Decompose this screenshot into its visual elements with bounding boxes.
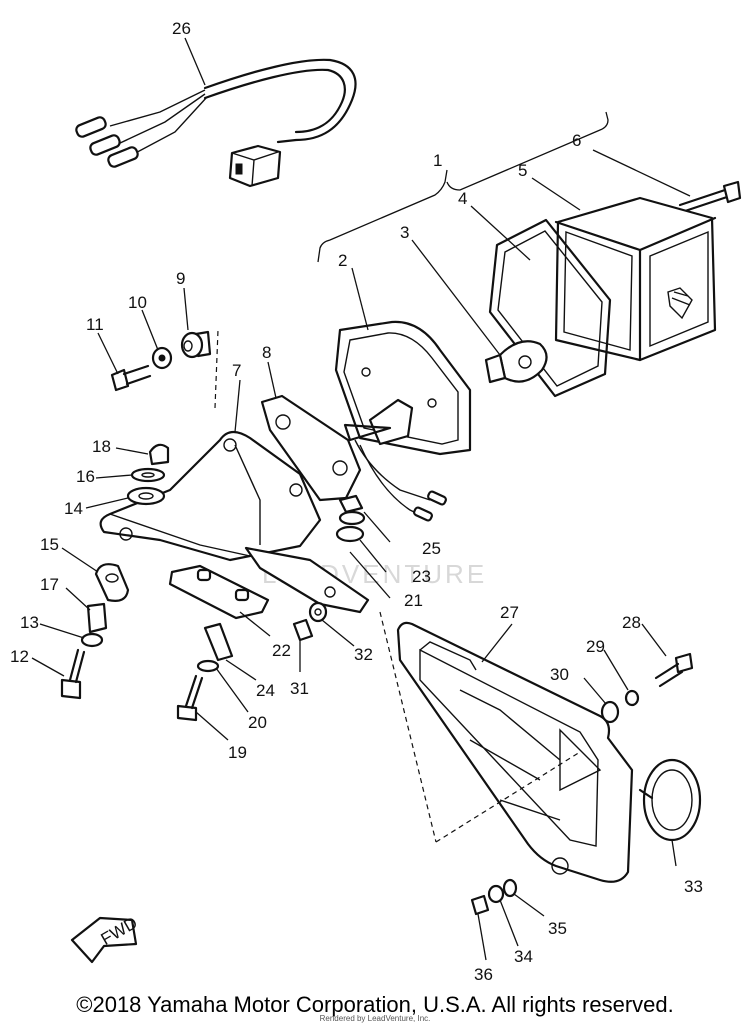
callout-34: 34 xyxy=(514,947,533,966)
callout-11: 11 xyxy=(86,315,104,334)
tail-light-leads xyxy=(354,439,447,522)
washer-35[interactable] xyxy=(502,878,518,898)
grommet-15[interactable] xyxy=(94,563,130,602)
callout-28: 28 xyxy=(622,613,641,632)
fwd-arrow-icon: FWD xyxy=(70,913,141,964)
callout-3: 3 xyxy=(400,223,409,242)
callout-31: 31 xyxy=(290,679,309,698)
callout-30: 30 xyxy=(550,665,569,684)
callout-24: 24 xyxy=(256,681,275,700)
wire-harness-26[interactable] xyxy=(75,58,357,188)
gasket-4[interactable] xyxy=(488,218,612,398)
washer-29[interactable] xyxy=(624,689,640,707)
plate-bracket-27[interactable] xyxy=(396,621,634,883)
callout-33: 33 xyxy=(684,877,703,896)
render-credit: Rendered by LeadVenture, Inc. xyxy=(319,1014,431,1023)
washer-23a[interactable] xyxy=(338,510,366,526)
callout-12: 12 xyxy=(10,647,29,666)
callout-20: 20 xyxy=(248,713,267,732)
bolt-12[interactable] xyxy=(60,648,86,700)
callout-17: 17 xyxy=(40,575,59,594)
washer-9[interactable] xyxy=(180,330,212,359)
screw-6[interactable] xyxy=(678,180,742,214)
tail-light-body-2[interactable] xyxy=(334,320,472,456)
tail-lens-5[interactable] xyxy=(554,196,717,362)
callout-23: 23 xyxy=(412,567,431,586)
callout-18: 18 xyxy=(92,437,111,456)
callout-19: 19 xyxy=(228,743,247,762)
leader-lines xyxy=(31,37,691,961)
washer-16[interactable] xyxy=(130,467,166,483)
callout-21: 21 xyxy=(404,591,423,610)
collar-17[interactable] xyxy=(86,602,108,634)
callout-36: 36 xyxy=(474,965,493,984)
nut-25[interactable] xyxy=(338,494,364,514)
mounting-dashed-lines xyxy=(214,329,581,843)
bulb-3[interactable] xyxy=(484,340,548,384)
washer-23b[interactable] xyxy=(335,525,365,543)
callout-32: 32 xyxy=(354,645,373,664)
nut-31[interactable] xyxy=(292,618,314,642)
callout-8: 8 xyxy=(262,343,271,362)
callout-14: 14 xyxy=(64,499,83,518)
bolt-11[interactable] xyxy=(110,364,152,392)
callouts: 1 2 3 4 5 6 7 8 9 10 11 12 13 14 15 16 1… xyxy=(10,19,703,984)
washer-30[interactable] xyxy=(600,700,620,724)
callout-22: 22 xyxy=(272,641,291,660)
rubber-22[interactable] xyxy=(168,564,270,620)
callout-25: 25 xyxy=(422,539,441,558)
callout-7: 7 xyxy=(232,361,241,380)
callout-2: 2 xyxy=(338,251,347,270)
washer-10[interactable] xyxy=(151,346,173,370)
washer-14[interactable] xyxy=(126,486,166,506)
callout-4: 4 xyxy=(458,189,467,208)
washer-13[interactable] xyxy=(80,632,104,648)
callout-9: 9 xyxy=(176,269,185,288)
callout-15: 15 xyxy=(40,535,59,554)
reflector-33[interactable] xyxy=(638,758,702,842)
mount-gasket-8[interactable] xyxy=(260,394,362,502)
copyright-notice: ©2018 Yamaha Motor Corporation, U.S.A. A… xyxy=(76,992,674,1017)
assembly-bracket-1 xyxy=(317,111,609,263)
callout-27: 27 xyxy=(500,603,519,622)
washer-32[interactable] xyxy=(308,601,328,623)
bracket-7[interactable] xyxy=(99,430,322,562)
collar-24[interactable] xyxy=(203,622,234,662)
callout-5: 5 xyxy=(518,161,527,180)
bolt-19[interactable] xyxy=(176,674,204,722)
washer-20[interactable] xyxy=(196,659,220,673)
washer-34[interactable] xyxy=(487,884,505,904)
bolt-28[interactable] xyxy=(654,652,694,688)
bracket-21[interactable] xyxy=(244,546,370,614)
cap-18[interactable] xyxy=(148,443,170,466)
nut-36[interactable] xyxy=(470,894,490,916)
callout-13: 13 xyxy=(20,613,39,632)
callout-6: 6 xyxy=(572,131,581,150)
callout-16: 16 xyxy=(76,467,95,486)
callout-29: 29 xyxy=(586,637,605,656)
callout-35: 35 xyxy=(548,919,567,938)
callout-10: 10 xyxy=(128,293,147,312)
callout-26: 26 xyxy=(172,19,191,38)
callout-1: 1 xyxy=(433,151,442,170)
